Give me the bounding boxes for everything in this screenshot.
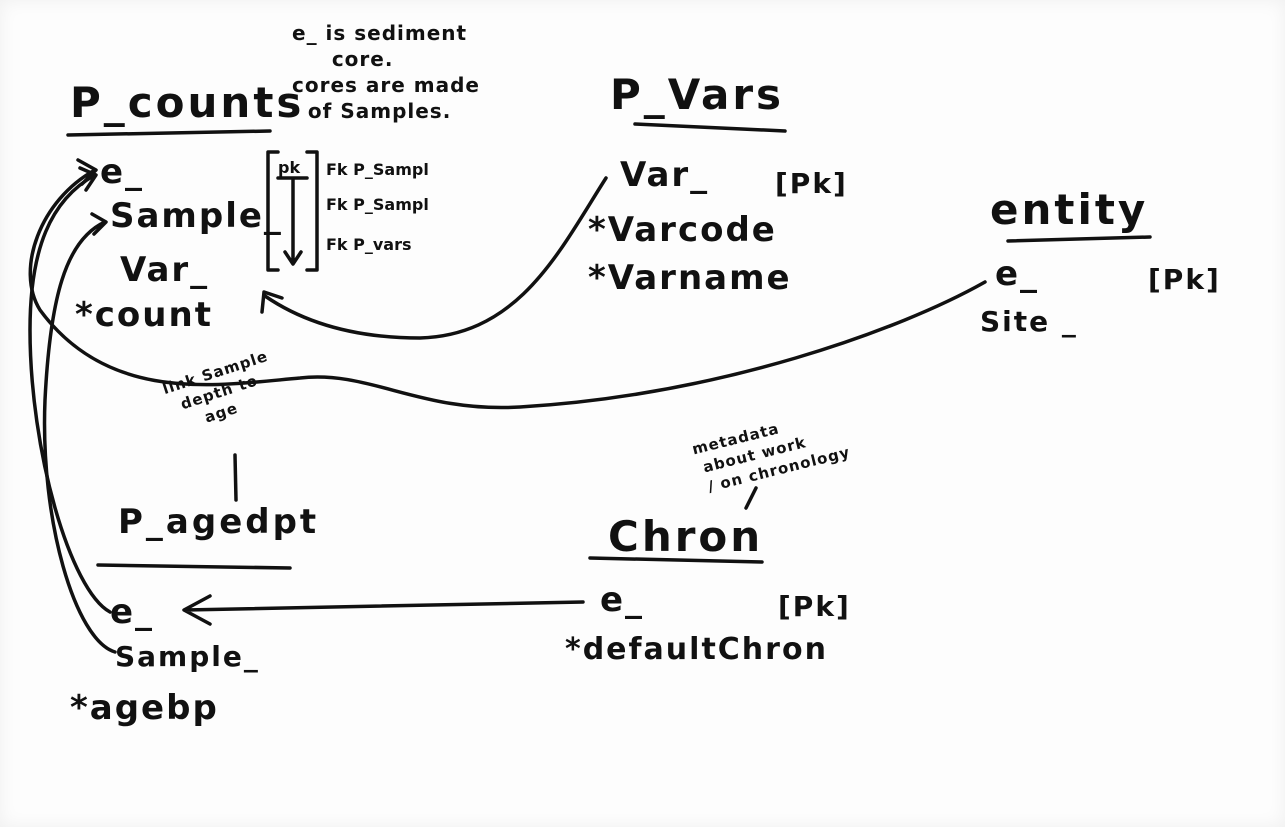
entity-title: entity bbox=[990, 185, 1149, 234]
p-vars-field-varcode: *Varcode bbox=[588, 210, 777, 250]
meta-note-line bbox=[744, 486, 758, 510]
link-note-line bbox=[233, 453, 238, 502]
chron-title: Chron bbox=[608, 512, 764, 561]
chron-to-agedpt-arrow bbox=[182, 594, 585, 626]
p-counts-field-e: e_ bbox=[100, 152, 145, 192]
chron-underline bbox=[588, 556, 764, 564]
fk-note-var: Fk P_vars bbox=[326, 235, 412, 254]
p-counts-field-sample: Sample_ bbox=[110, 196, 283, 236]
entity-field-site: Site _ bbox=[980, 305, 1078, 338]
fk-bracket-right bbox=[305, 150, 319, 272]
chron-field-e: e_ bbox=[600, 580, 645, 620]
p-vars-field-varname: *Varname bbox=[588, 258, 792, 298]
p-counts-underline bbox=[66, 129, 272, 137]
p-agedpt-field-agebp: *agebp bbox=[70, 688, 219, 728]
p-counts-field-count: *count bbox=[75, 295, 213, 335]
var-to-count-arrow bbox=[260, 176, 608, 340]
fk-down-arrow bbox=[283, 178, 303, 266]
entity-pk: [Pk] bbox=[1148, 263, 1221, 296]
p-agedpt-underline bbox=[96, 563, 292, 570]
fk-note-sample: Fk P_Sampl bbox=[326, 195, 429, 214]
p-vars-title: P_Vars bbox=[610, 70, 785, 119]
fk-bracket-pk-label: pk bbox=[278, 158, 301, 177]
p-counts-title: P_counts bbox=[70, 78, 305, 127]
p-counts-field-var: Var_ bbox=[120, 250, 210, 290]
p-agedpt-field-e: e_ bbox=[110, 592, 155, 632]
note-sediment-core: e_ is sediment core. cores are made of S… bbox=[292, 21, 480, 123]
fk-note-e: Fk P_Sampl bbox=[326, 160, 429, 179]
entity-underline bbox=[1006, 235, 1152, 243]
p-vars-underline bbox=[633, 122, 787, 133]
agedpt-e-to-counts-arrow bbox=[28, 166, 112, 614]
entity-field-e: e_ bbox=[995, 254, 1040, 294]
agedpt-sample-to-counts-arrow bbox=[42, 212, 117, 654]
p-agedpt-field-sample: Sample_ bbox=[115, 640, 260, 673]
chron-pk: [Pk] bbox=[778, 590, 851, 623]
p-agedpt-title: P_agedpt bbox=[118, 502, 320, 542]
p-vars-field-var: Var_ bbox=[620, 155, 710, 195]
chron-field-defaultchron: *defaultChron bbox=[565, 632, 828, 667]
fk-bracket-left bbox=[266, 150, 280, 272]
p-vars-pk: [Pk] bbox=[775, 167, 848, 200]
